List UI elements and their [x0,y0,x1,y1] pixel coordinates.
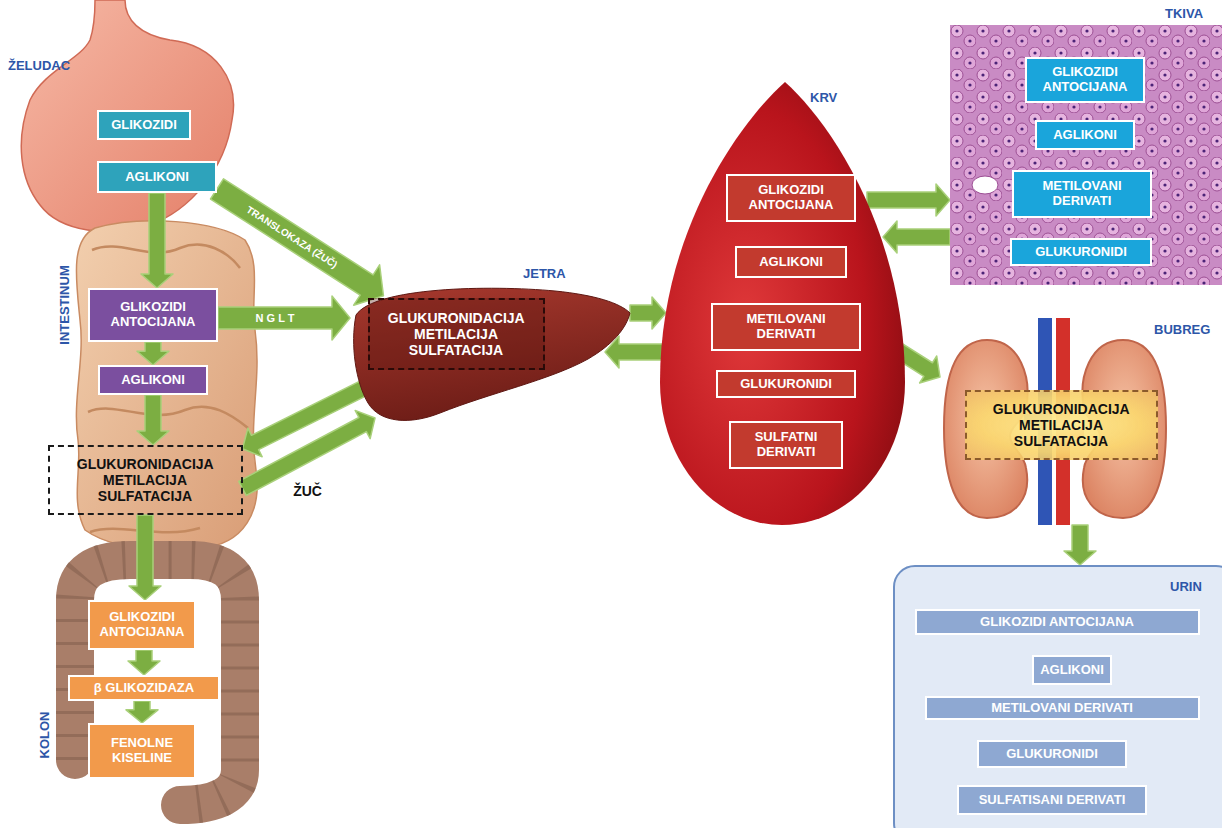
box-text: GLIKOZIDI [111,118,177,133]
flow-arrow [137,395,169,445]
process-box: GLUKURONIDACIJA METILACIJA SULFATACIJA [48,445,243,515]
organ-heading: KRV [810,90,837,105]
compound-box: METILOVANI DERIVATI [925,696,1200,721]
flow-arrow [126,701,158,723]
compound-box: GLIKOZIDI ANTOCIJANA [915,609,1200,635]
organ-heading: JETRA [523,266,566,281]
compound-box: GLIKOZIDI ANTOCIJANA [726,174,856,222]
compound-box: GLIKOZIDI ANTOCIJANA [88,600,196,650]
box-text: GLUKURONIDI [1006,747,1098,762]
compound-box: AGLIKONI [98,365,208,395]
box-text: GLUKURONIDACIJA METILACIJA SULFATACIJA [77,456,213,504]
organ-heading: BUBREG [1154,322,1210,337]
flow-arrow [141,193,173,288]
liver-outline [354,288,630,420]
flow-arrow [129,515,161,600]
tissue-panel: TKIVAGLIKOZIDI ANTOCIJANAAGLIKONIMETILOV… [950,25,1222,285]
compound-box: METILOVANI DERIVATI [711,303,861,351]
box-text: GLIKOZIDI ANTOCIJANA [749,183,834,213]
compound-box: AGLIKONI [735,246,847,278]
intestine-coil [88,407,248,428]
compound-box: GLUKURONIDI [1010,238,1152,266]
compound-box: SULFATNI DERIVATI [729,421,843,469]
compound-box: GLIKOZIDI [97,110,191,140]
edge-label: N G L T [254,312,297,324]
compound-box: GLUKURONIDI [716,370,856,398]
flow-arrow [630,297,666,329]
compound-box: SULFATISANI DERIVATI [957,785,1147,815]
box-text: SULFATNI DERIVATI [755,430,818,460]
box-text: METILOVANI DERIVATI [991,701,1133,716]
box-text: METILOVANI DERIVATI [746,312,825,342]
box-text: AGLIKONI [1053,128,1117,143]
kidney-organ: BUBREGGLUKURONIDACIJA METILACIJA SULFATA… [940,318,1170,525]
tissue-micrograph [950,25,1222,285]
box-text: GLUKURONIDACIJA METILACIJA SULFATACIJA [388,310,524,358]
box-text: GLUKURONIDACIJA METILACIJA SULFATACIJA [993,401,1129,449]
flow-arrow [128,650,160,675]
process-box: GLUKURONIDACIJA METILACIJA SULFATACIJA [368,298,545,370]
vessel-lumen [972,176,998,194]
flow-arrow [883,221,950,253]
enzyme-box: β GLIKOZIDAZA [68,675,220,701]
box-text: GLIKOZIDI ANTOCIJANA [980,615,1134,630]
edge-label: ŽUČ [291,485,324,500]
edge-label: TRANSLOKAZA (ŽUČ) [243,203,341,272]
organ-label: KOLON [37,712,52,759]
organ-label: INTESTINUM [57,265,72,344]
box-text: AGLIKONI [125,170,189,185]
box-text: GLIKOZIDI ANTOCIJANA [100,610,185,640]
compound-box: AGLIKONI [1032,655,1112,685]
urine-panel: URIN GLIKOZIDI ANTOCIJANA AGLIKONI METILOVA… [893,565,1222,828]
compound-box: GLIKOZIDI ANTOCIJANA [88,288,218,342]
compound-box: FENOLNE KISELINE [88,723,196,779]
organ-heading: TKIVA [1165,6,1203,21]
box-text: METILOVANI DERIVATI [1042,179,1121,209]
flow-arrow [137,342,169,365]
liver-organ: JETRAGLUKURONIDACIJA METILACIJA SULFATAC… [350,285,630,425]
compound-box: GLUKURONIDI [977,740,1127,768]
box-text: SULFATISANI DERIVATI [979,793,1126,808]
flow-arrow [211,179,384,305]
box-text: AGLIKONI [1040,663,1104,678]
compound-box: METILOVANI DERIVATI [1012,170,1152,218]
box-text: AGLIKONI [759,255,823,270]
box-text: AGLIKONI [121,373,185,388]
box-text: GLIKOZIDI ANTOCIJANA [111,300,196,330]
flow-arrow [1064,525,1096,565]
intestine-coil [92,245,240,268]
stomach-outline [21,0,233,232]
process-box: GLUKURONIDACIJA METILACIJA SULFATACIJA [965,390,1158,460]
organ-heading: URIN [1170,579,1202,594]
flow-arrow [239,410,375,495]
organ-label: ŽELUDAC [8,58,70,73]
box-text: FENOLNE KISELINE [111,736,173,766]
box-text: GLUKURONIDI [1035,245,1127,260]
box-text: GLIKOZIDI ANTOCIJANA [1043,65,1128,95]
compound-box: GLIKOZIDI ANTOCIJANA [1025,57,1145,103]
flow-arrow [218,296,350,340]
compound-box: AGLIKONI [1035,120,1135,150]
flow-arrow [867,184,950,216]
flow-arrow [605,336,666,368]
compound-box: AGLIKONI [97,161,217,193]
box-text: β GLIKOZIDAZA [94,681,194,696]
box-text: GLUKURONIDI [740,377,832,392]
intestine-outline [76,221,257,550]
drop-outline [660,82,905,525]
blood-drop: KRV GLIKOZIDI ANTOCIJANA AGLIKONI METILOVAN… [660,82,905,525]
